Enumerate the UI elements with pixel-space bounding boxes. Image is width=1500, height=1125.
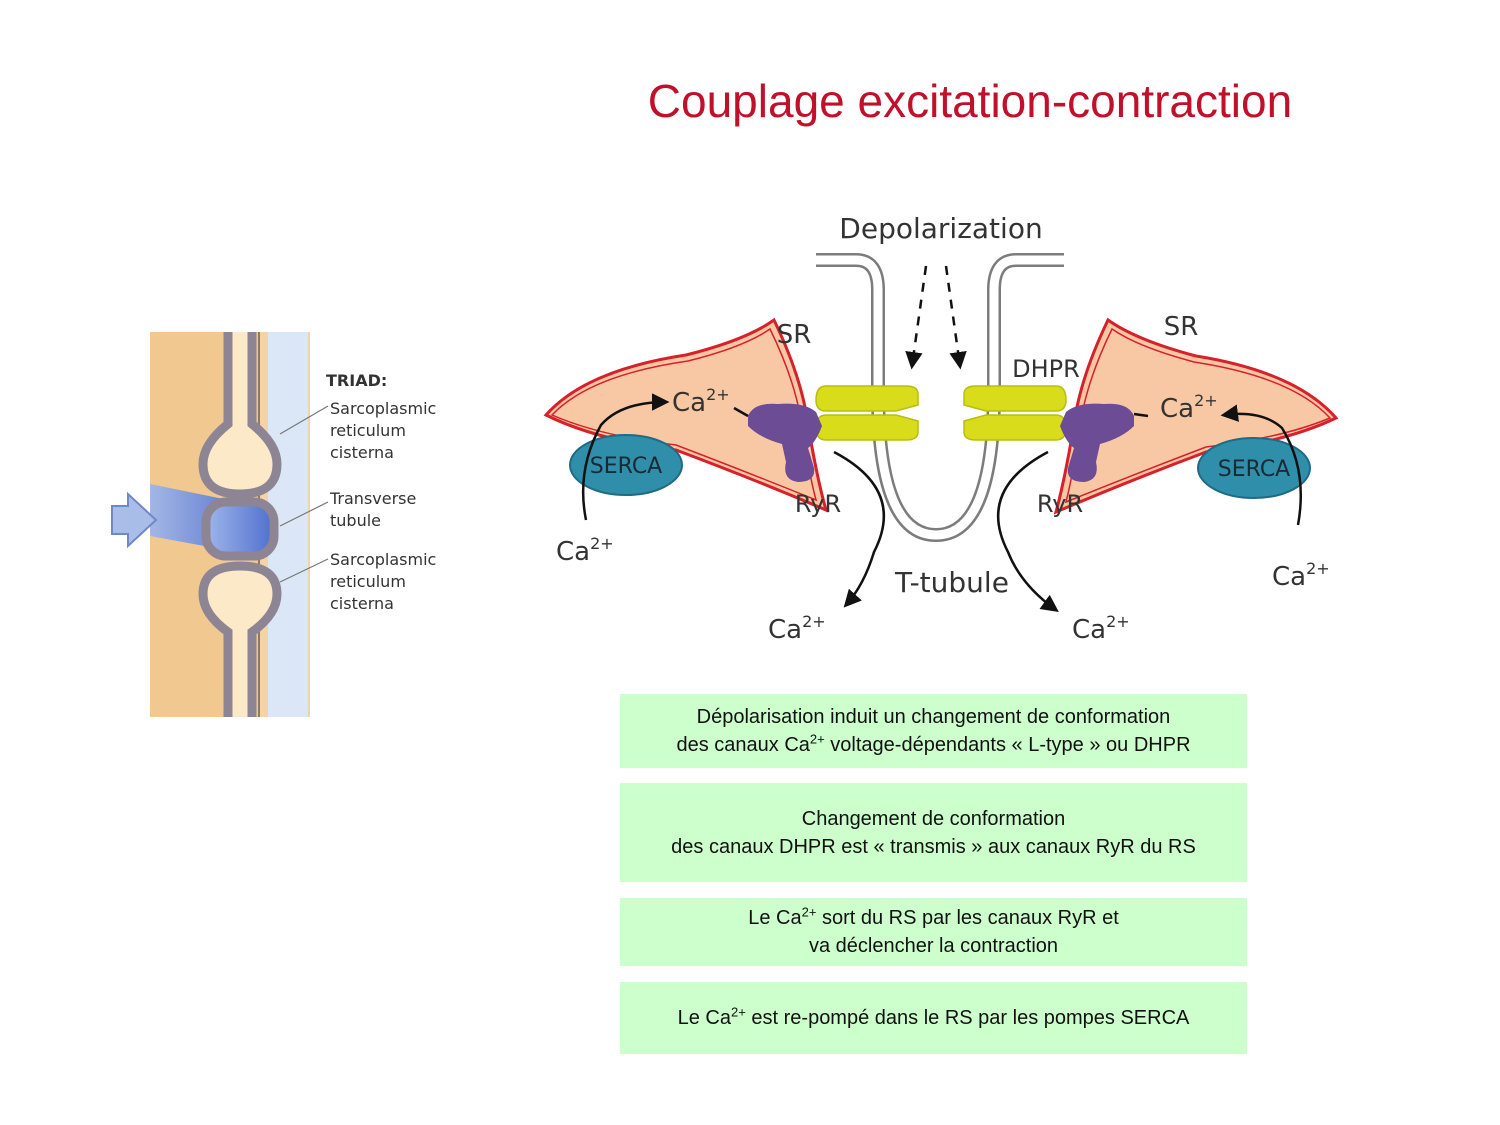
triad-label-1b: reticulum — [330, 421, 406, 440]
dhpr-left-channel — [815, 385, 919, 441]
serca-left-label: SERCA — [590, 454, 662, 479]
dhpr-label: DHPR — [1012, 355, 1080, 383]
ca-uptake-arrow-left — [581, 393, 670, 521]
ca-label-left-upper: Ca2+ — [672, 385, 730, 418]
step-4-line-1: Le Ca2+ est re-pompé dans le RS par les … — [677, 1004, 1190, 1029]
ryr-right-channel — [1060, 403, 1134, 482]
ryr-left-label: RyR — [795, 490, 841, 518]
triad-label-2b: tubule — [330, 511, 381, 530]
triad-label-2a: Transverse — [329, 489, 416, 508]
step-1-line-2: des canaux Ca2+ voltage-dépendants « L-t… — [676, 731, 1191, 756]
serca-right-label: SERCA — [1218, 457, 1290, 482]
ca-label-right-lower: Ca2+ — [1272, 559, 1330, 592]
serca-left-pump — [569, 434, 683, 496]
lower-sr-cisterna — [198, 561, 282, 717]
step-box-3: Le Ca2+ sort du RS par les canaux RyR et… — [620, 898, 1247, 966]
ca-uptake-arrow-right — [1220, 404, 1303, 526]
step-2-line-1: Changement de conformation — [801, 807, 1066, 830]
sr-left-label: SR — [777, 320, 812, 350]
svg-text:Ca2+: Ca2+ — [1072, 612, 1130, 645]
triad-label-3c: cisterna — [330, 594, 394, 613]
upper-sr-cisterna — [198, 332, 282, 499]
svg-text:Ca2+: Ca2+ — [556, 534, 614, 567]
serca-right-pump — [1197, 437, 1311, 499]
ca-label-center-left: Ca2+ — [768, 612, 826, 645]
ca-label-left-lower: Ca2+ — [556, 534, 614, 567]
triad-heading: TRIAD: — [326, 371, 387, 390]
svg-text:Ca2+: Ca2+ — [1272, 559, 1330, 592]
step-2-line-2: des canaux DHPR est « transmis » aux can… — [671, 835, 1196, 858]
ca-release-arrow-left — [833, 450, 886, 608]
triad-label-1a: Sarcoplasmic — [330, 399, 436, 418]
t-tubule-label: T-tubule — [894, 566, 1009, 599]
svg-text:Ca2+: Ca2+ — [768, 612, 826, 645]
step-3-line-1: Le Ca2+ sort du RS par les canaux RyR et — [748, 904, 1119, 929]
triad-label-3b: reticulum — [330, 572, 406, 591]
step-box-1: Dépolarisation induit un changement de c… — [620, 694, 1247, 768]
ca-label-center-right: Ca2+ — [1072, 612, 1130, 645]
triad-label-3a: Sarcoplasmic — [330, 550, 436, 569]
dhpr-right-channel — [963, 385, 1067, 441]
depolarization-label: Depolarization — [839, 212, 1042, 245]
svg-text:Ca2+: Ca2+ — [672, 385, 730, 418]
step-1-line-1: Dépolarisation induit un changement de c… — [696, 706, 1171, 728]
transverse-tubule — [201, 497, 279, 561]
ca-release-arrow-right — [996, 450, 1059, 613]
step-box-4: Le Ca2+ est re-pompé dans le RS par les … — [620, 982, 1247, 1054]
arrow-right-icon — [111, 491, 158, 549]
page-title: Couplage excitation-contraction — [647, 75, 1293, 127]
ryr-right-label: RyR — [1037, 490, 1083, 518]
step-box-2: Changement de conformation des canaux DH… — [620, 783, 1247, 882]
step-3-line-2: va déclencher la contraction — [808, 935, 1059, 957]
triad-label-1c: cisterna — [330, 443, 394, 462]
ryr-left-channel — [748, 403, 822, 482]
svg-text:Ca2+: Ca2+ — [1160, 391, 1218, 424]
ec-coupling-diagram: Depolarization SR SR DHPR SERCA SERCA Ry… — [516, 190, 1366, 660]
triad-illustration: TRIAD: Sarcoplasmic reticulum cisterna T… — [111, 332, 436, 717]
sr-right-label: SR — [1164, 312, 1199, 342]
ca-label-right-upper: Ca2+ — [1160, 391, 1218, 424]
